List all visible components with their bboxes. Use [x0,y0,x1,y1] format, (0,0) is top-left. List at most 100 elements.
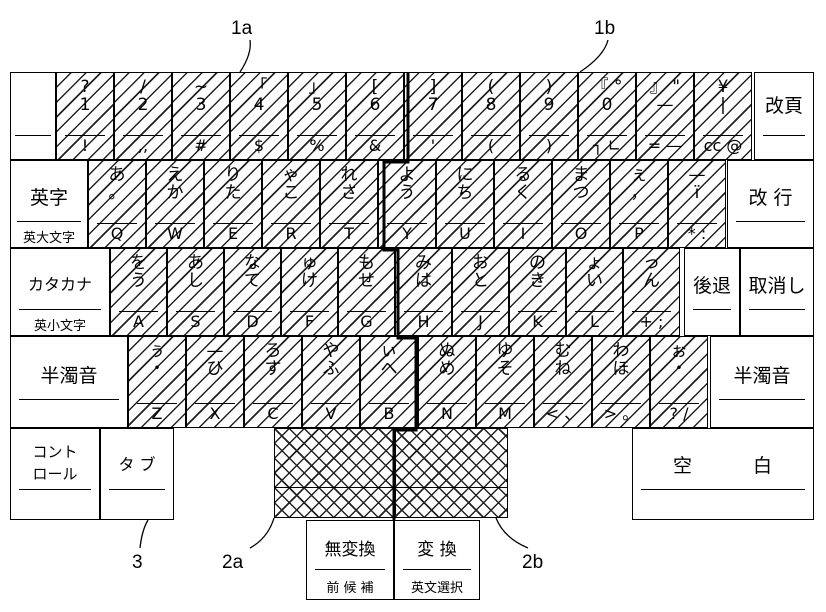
key-upper-char: え [166,165,184,185]
key-upper-char: 」 [308,77,326,97]
key-space[interactable]: 空 白 [632,428,814,520]
label-henkan: 変 換 [417,540,457,560]
key-kotai[interactable]: 後退 [684,248,740,336]
char-key-row1-8[interactable]: (8( [462,72,520,160]
label-control-1: コント [32,443,78,461]
key-blank-left[interactable] [10,72,56,160]
char-key-row1-2[interactable]: /2,, [114,72,172,160]
key-upper-char: る [514,165,532,185]
key-main-char: ひ [206,359,224,379]
label-eibun: 英文選択 [410,581,463,596]
label-eiji: 英字 [29,187,68,209]
key-henkan[interactable]: 変 換 英文選択 [394,520,480,600]
char-key-row1-1[interactable]: ?1! [56,72,114,160]
key-upper-char: あ [108,165,126,185]
char-key-row4-10[interactable]: ぉ・? / [650,336,708,428]
char-key-row1-9[interactable]: )9) [520,72,578,160]
callout-3: 3 [132,552,143,573]
key-lower-char: cc @ [703,136,743,155]
char-key-row4-8[interactable]: むね< 、 [534,336,592,428]
key-katakana[interactable]: カタカナ 英小文字 [10,248,110,336]
key-control[interactable]: コント ロール [10,428,100,520]
key-upper-char: あ [187,253,204,273]
char-key-row1-10[interactable]: 『 °0┐ ∟ [578,72,636,160]
callout-1b: 1b [594,18,616,39]
char-key-row1-5[interactable]: 」5% [288,72,346,160]
key-lower-char: O [574,224,588,243]
key-handaku-right[interactable]: 半濁音 [710,336,814,428]
key-kaigyo[interactable]: 改 行 [727,160,814,248]
char-key-row1-7[interactable]: ]7' [404,72,462,160]
char-key-row1-6[interactable]: [6& [346,72,404,160]
key-lower-char: & [368,136,382,155]
callout-1a: 1a [231,18,253,39]
char-key-row2-1[interactable]: あ。Q [88,160,146,248]
char-key-row1-12[interactable]: ¥|cc @ [694,72,752,160]
label-eisho: 英小文字 [33,319,86,334]
key-upper-char: み [415,253,432,273]
char-key-row4-1[interactable]: ぅ・Z [128,336,186,428]
callout-2a: 2a [222,552,244,573]
key-tab[interactable]: タ ブ [100,428,174,520]
key-eiji[interactable]: 英字 英大文字 [10,160,88,248]
key-lower-char: ( [487,136,495,155]
char-key-row1-3[interactable]: ~3# [172,72,230,160]
label-muhenkan: 無変換 [324,540,376,560]
key-upper-char: — [688,165,706,185]
key-upper-char: っ [643,253,660,273]
key-shift-left-2a[interactable] [274,428,396,518]
key-lower-char: * : [687,224,707,243]
key-upper-char: ~ [193,77,209,97]
key-upper-char: も [358,253,375,273]
key-lower-char: E [227,224,239,243]
key-main-char: か [166,183,184,203]
key-torikeshi[interactable]: 取消し [740,248,814,336]
key-kaipage[interactable]: 改頁 [754,72,814,160]
key-main-char: 0 [601,95,613,115]
key-main-char: き [529,271,546,291]
key-upper-char: に [456,165,474,185]
key-upper-char: ょ [586,253,603,273]
key-lower-char: M [498,404,512,423]
key-upper-char: — [206,341,224,361]
key-shift-right-2b[interactable] [394,428,508,518]
key-main-char: ふ [322,359,340,379]
char-key-row1-11[interactable]: 』 "—= — [636,72,694,160]
label-zenkouho: 前 候 補 [326,581,374,596]
key-muhenkan[interactable]: 無変換 前 候 補 [306,520,394,600]
char-key-row1-4[interactable]: 「4$ [230,72,288,160]
char-key-row2-11[interactable]: —ï* : [668,160,726,248]
key-main-char: と [472,271,489,291]
key-lower-char: Z [151,404,163,423]
char-key-row2-10[interactable]: ぇ，P [610,160,668,248]
char-key-row3-10[interactable]: っん+ ; [623,248,680,336]
key-handaku-left[interactable]: 半濁音 [10,336,128,428]
key-lower-char: S [190,312,201,331]
key-main-char: ほ [612,359,630,379]
key-upper-char: む [554,341,572,361]
key-lower-char: ┐ ∟ [592,136,622,155]
char-key-row4-9[interactable]: わほ> 。 [592,336,650,428]
label-eidai: 英大文字 [22,231,75,246]
